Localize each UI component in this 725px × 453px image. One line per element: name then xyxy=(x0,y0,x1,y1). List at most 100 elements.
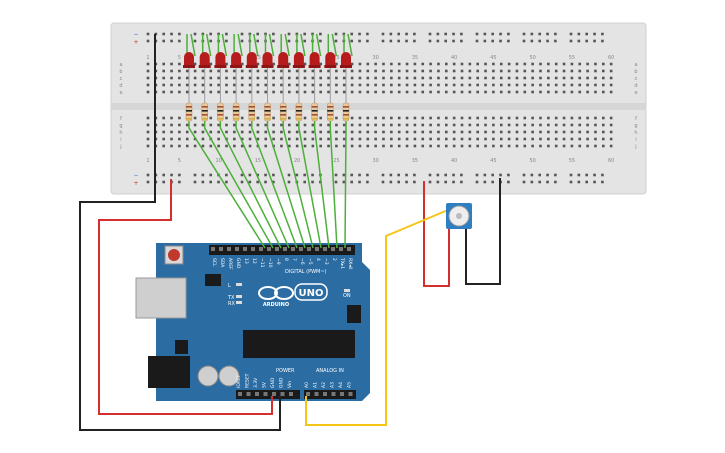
breadboard-hole xyxy=(272,90,275,94)
power-label: POWER xyxy=(276,368,295,374)
resistor-band xyxy=(327,106,334,108)
breadboard-hole xyxy=(492,123,495,127)
logo-infinity-right xyxy=(274,286,294,300)
column-number-top: 25 xyxy=(333,55,339,61)
resistor-band xyxy=(343,118,349,120)
breadboard-hole xyxy=(547,76,550,80)
breadboard-hole xyxy=(185,76,189,80)
breadboard-hole xyxy=(445,69,448,73)
resistor-band xyxy=(264,110,271,112)
breadboard-hole xyxy=(233,69,236,73)
breadboard-hole xyxy=(570,90,574,94)
breadboard-hole xyxy=(594,144,597,148)
breadboard-hole xyxy=(374,123,377,127)
resistor xyxy=(185,102,193,122)
resistor-band xyxy=(343,106,349,108)
breadboard-hole xyxy=(233,90,236,94)
rail-hole xyxy=(366,173,369,177)
breadboard-hole xyxy=(327,144,330,148)
column-number-top: 50 xyxy=(529,55,535,61)
rail-hole xyxy=(366,39,369,43)
resistor-band xyxy=(311,106,318,108)
breadboard-hole xyxy=(460,62,464,66)
breadboard-hole xyxy=(193,76,197,80)
breadboard-hole xyxy=(515,76,519,80)
breadboard-hole xyxy=(209,116,213,120)
breadboard-hole xyxy=(185,144,189,148)
rail-hole xyxy=(475,180,479,184)
breadboard-hole xyxy=(327,90,330,94)
led-body xyxy=(325,52,336,66)
breadboard-hole xyxy=(554,62,558,66)
rail-hole xyxy=(225,180,228,184)
breadboard-hole xyxy=(445,116,448,120)
row-label: e xyxy=(634,90,637,96)
breadboard-hole xyxy=(523,83,527,87)
resistor-band xyxy=(217,106,224,108)
breadboard-hole xyxy=(586,90,589,94)
rail-hole xyxy=(162,39,165,43)
breadboard-hole xyxy=(578,62,582,66)
breadboard-hole xyxy=(170,69,173,73)
breadboard-hole xyxy=(499,116,503,120)
breadboard-hole xyxy=(390,116,393,120)
resistor-band xyxy=(201,106,208,108)
row-label: h xyxy=(634,130,637,136)
breadboard-hole xyxy=(468,83,472,87)
breadboard-hole xyxy=(272,69,275,73)
rail-hole xyxy=(436,32,440,36)
breadboard-hole xyxy=(382,144,385,148)
analog-header xyxy=(304,390,356,399)
breadboard-hole xyxy=(468,116,472,120)
breadboard-hole xyxy=(233,130,236,134)
icsp-header xyxy=(347,305,361,323)
header-pin xyxy=(339,247,343,251)
breadboard-hole xyxy=(578,130,582,134)
breadboard-hole xyxy=(562,130,566,134)
breadboard-hole xyxy=(405,69,409,73)
breadboard-hole xyxy=(280,130,283,134)
breadboard-hole xyxy=(570,83,574,87)
rail-hole xyxy=(593,32,596,36)
breadboard-hole xyxy=(602,116,605,120)
breadboard-hole xyxy=(303,130,307,134)
breadboard-hole xyxy=(421,130,425,134)
breadboard-hole xyxy=(303,62,307,66)
rail-hole xyxy=(146,180,150,184)
breadboard-hole xyxy=(499,130,503,134)
signal-wire xyxy=(219,120,282,249)
rail-hole xyxy=(475,39,479,43)
rail-hole xyxy=(319,32,322,36)
breadboard-hole xyxy=(178,130,181,134)
breadboard-hole xyxy=(342,144,346,148)
rail-hole xyxy=(499,173,502,177)
breadboard-hole xyxy=(264,137,268,141)
breadboard-hole xyxy=(217,76,220,80)
breadboard-hole xyxy=(178,90,181,94)
header-pin xyxy=(246,392,251,396)
breadboard-hole xyxy=(539,90,542,94)
resistor-band xyxy=(201,118,208,120)
breadboard-hole xyxy=(515,90,519,94)
led-body xyxy=(278,52,289,66)
breadboard-hole xyxy=(146,123,150,127)
breadboard-hole xyxy=(468,90,472,94)
breadboard-hole xyxy=(264,123,268,127)
breadboard-hole xyxy=(468,62,472,66)
rail-hole xyxy=(342,173,346,177)
resistor-band xyxy=(217,110,224,112)
rail-hole xyxy=(193,180,197,184)
rail-hole xyxy=(522,173,526,177)
breadboard-hole xyxy=(452,83,456,87)
column-number-bottom: 25 xyxy=(333,158,339,164)
breadboard-hole xyxy=(295,69,299,73)
breadboard-hole xyxy=(523,116,527,120)
breadboard-hole xyxy=(280,137,283,141)
rail-hole xyxy=(522,32,526,36)
resistor xyxy=(327,102,334,122)
wire-analog-a0 xyxy=(305,209,449,426)
breadboard-hole xyxy=(350,130,354,134)
header-pin xyxy=(243,247,247,251)
breadboard-hole xyxy=(342,137,346,141)
resistor xyxy=(342,102,350,122)
